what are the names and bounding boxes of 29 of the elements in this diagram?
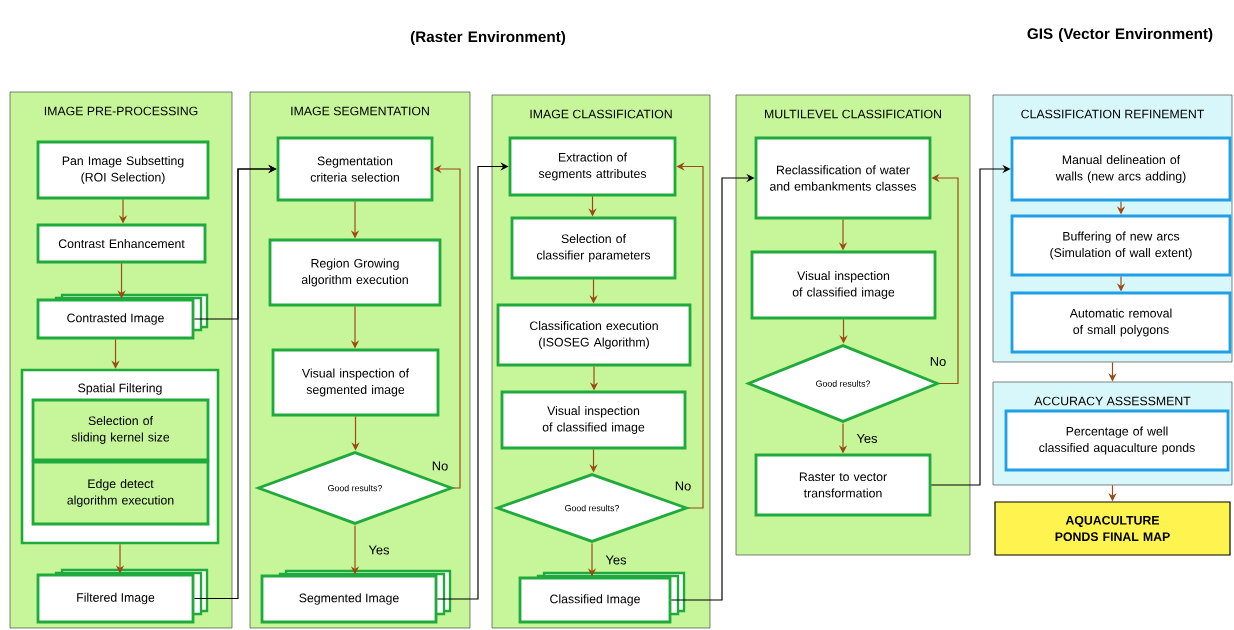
process-box: Contrast Enhancement	[36, 223, 207, 264]
process-box: Segmentation criteria selection	[276, 136, 434, 202]
heading: GIS (Vector Environment)	[1027, 27, 1213, 43]
edge-label: No	[430, 460, 450, 472]
process-box: Edge detect algorithm execution	[31, 460, 210, 526]
process-box: Pan Image Subsetting (ROI Selection)	[36, 140, 210, 200]
edge-label: Yes	[604, 554, 628, 566]
document-stack: Contrasted Image	[36, 293, 209, 340]
process-box: Region Growing algorithm execution	[268, 238, 442, 307]
process-box: Selection of sliding kernel size	[31, 398, 210, 462]
process-box: Automatic removal of small polygons	[1010, 291, 1232, 354]
process-box: Selection of classifier parameters	[510, 216, 677, 280]
process-box: Extraction of segments attributes	[508, 136, 677, 197]
heading: (Raster Environment)	[410, 30, 566, 46]
process-box: Visual inspection of classified image	[750, 250, 937, 320]
edge-label: No	[673, 480, 693, 492]
process-box: Buffering of new arcs (Simulation of wall extent)	[1010, 214, 1232, 277]
process-box: Reclassification of water and embankments classes	[754, 136, 932, 220]
process-box: Raster to vector transformation	[754, 453, 932, 517]
result-box: AQUACULTURE PONDS FINAL MAP	[994, 501, 1231, 556]
process-box: Visual inspection of segmented image	[271, 348, 440, 417]
process-box: Manual delineation of walls (new arcs adding)	[1010, 136, 1232, 202]
edge-label: Yes	[367, 544, 391, 556]
document-stack: Segmented Image	[260, 569, 452, 624]
document-stack: Filtered Image	[36, 568, 209, 624]
process-box: Percentage of well classified aquaculture ponds	[1004, 409, 1230, 472]
process-box: Classification execution (ISOSEG Algorithm)	[496, 303, 692, 367]
document-stack: Classified Image	[518, 571, 686, 624]
process-box: Visual inspection of classified image	[500, 390, 687, 450]
